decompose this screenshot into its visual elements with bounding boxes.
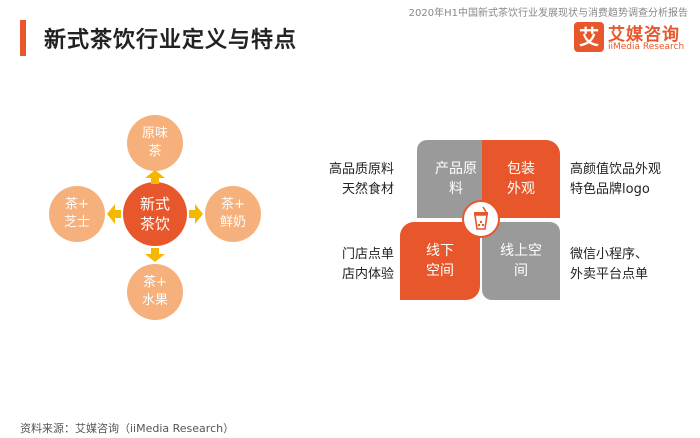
brand-logo: 艾 艾媒咨询 iiMedia Research (574, 20, 690, 60)
logo-name-cn: 艾媒咨询 (608, 25, 680, 45)
logo-name-en: iiMedia Research (608, 42, 685, 52)
tea-cup-icon (462, 200, 500, 238)
node-right: 茶+ 鲜奶 (205, 186, 261, 242)
label-packaging: 高颜值饮品外观 特色品牌logo (570, 162, 662, 197)
label-product-materials: 高品质原料 天然食材 (328, 162, 394, 197)
source-note: 资料来源：艾媒咨询（iiMedia Research） (20, 422, 235, 435)
node-center: 新式 茶饮 (123, 182, 187, 246)
logo-mark: 艾 (574, 22, 604, 52)
arrow-down-icon (145, 248, 165, 262)
quadrant-offline-space: 线下 空间 (400, 222, 480, 300)
title-accent-bar (20, 20, 26, 56)
quadrant-online-space: 线上空 间 (482, 222, 560, 300)
node-top: 原味 茶 (127, 115, 183, 171)
arrow-right-icon (189, 204, 203, 224)
label-offline-space: 门店点单 店内体验 (341, 247, 394, 282)
arrow-left-icon (107, 204, 121, 224)
node-bottom: 茶+ 水果 (127, 264, 183, 320)
page-title: 新式茶饮行业定义与特点 (44, 28, 298, 53)
arrow-up-icon (145, 170, 165, 184)
node-left: 茶+ 芝士 (49, 186, 105, 242)
quadrant-packaging: 包装 外观 (482, 140, 560, 218)
label-online-space: 微信小程序、 外卖平台点单 (570, 247, 649, 282)
report-title: 2020年H1中国新式茶饮行业发展现状与消费趋势调查分析报告 (408, 8, 688, 19)
